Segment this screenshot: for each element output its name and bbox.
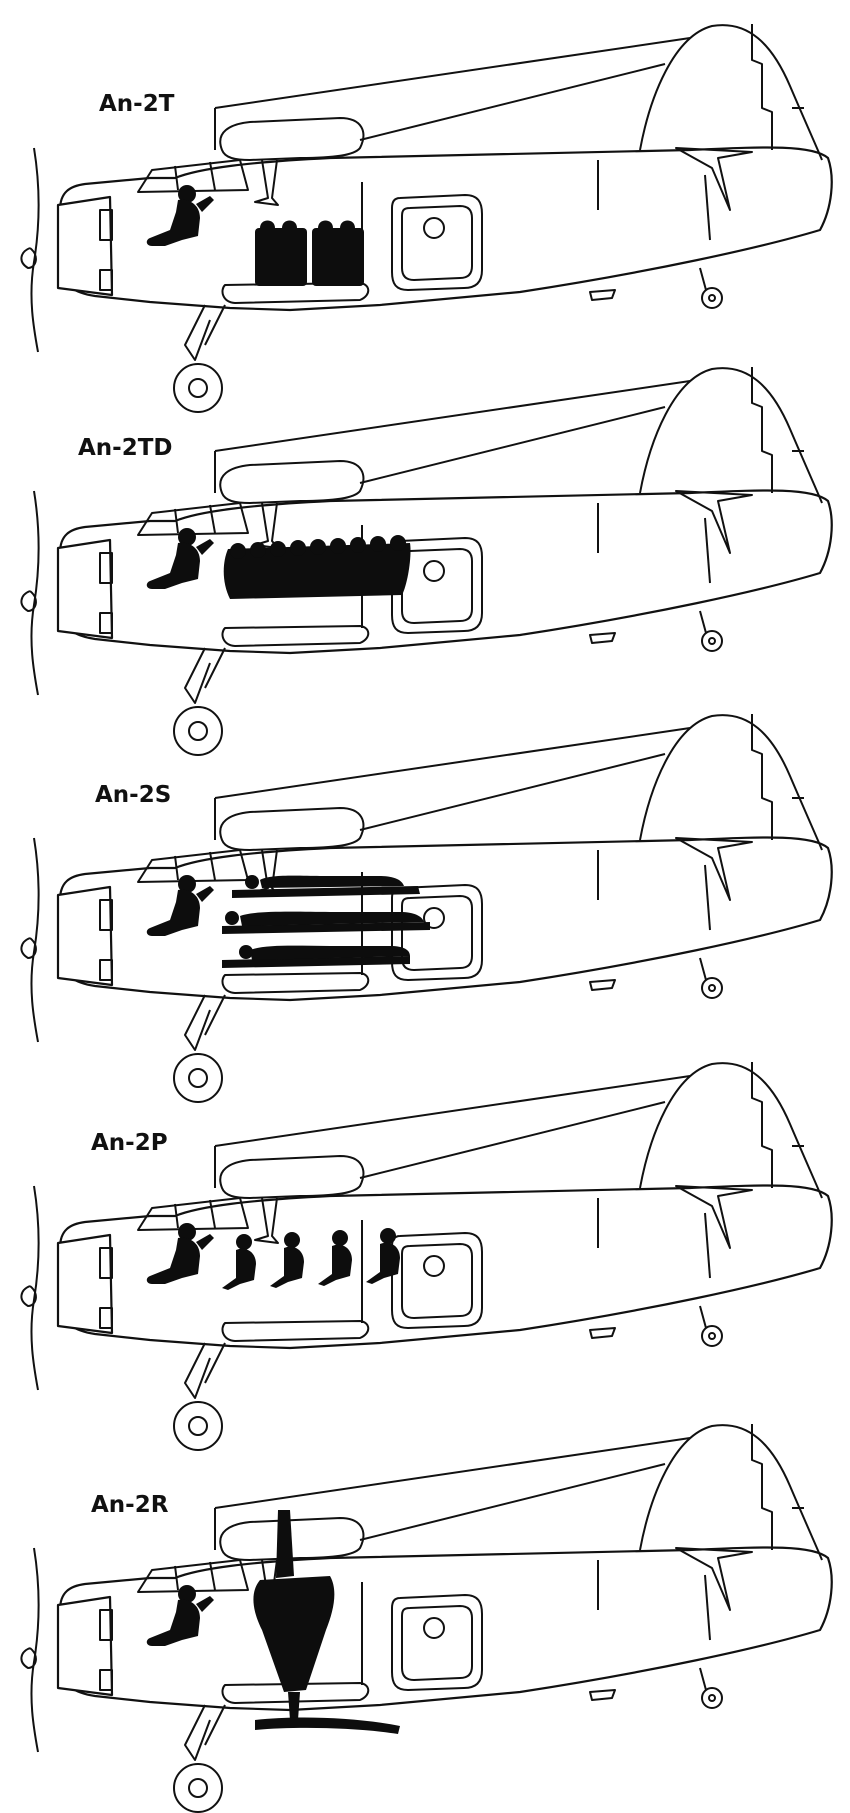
variant-an-2td: An-2TD: [20, 365, 833, 757]
variant-an-2t: An-2T: [20, 22, 833, 414]
variant-an-2p: An-2P: [20, 1060, 833, 1452]
variant-label-an-2p: An-2P: [91, 1130, 168, 1156]
variant-an-2s: An-2S: [20, 712, 833, 1104]
variant-an-2r: An-2R: [20, 1422, 833, 1813]
variant-label-an-2t: An-2T: [99, 91, 175, 117]
variant-label-an-2td: An-2TD: [78, 435, 173, 461]
variant-label-an-2s: An-2S: [95, 782, 171, 808]
variant-label-an-2r: An-2R: [91, 1492, 169, 1518]
